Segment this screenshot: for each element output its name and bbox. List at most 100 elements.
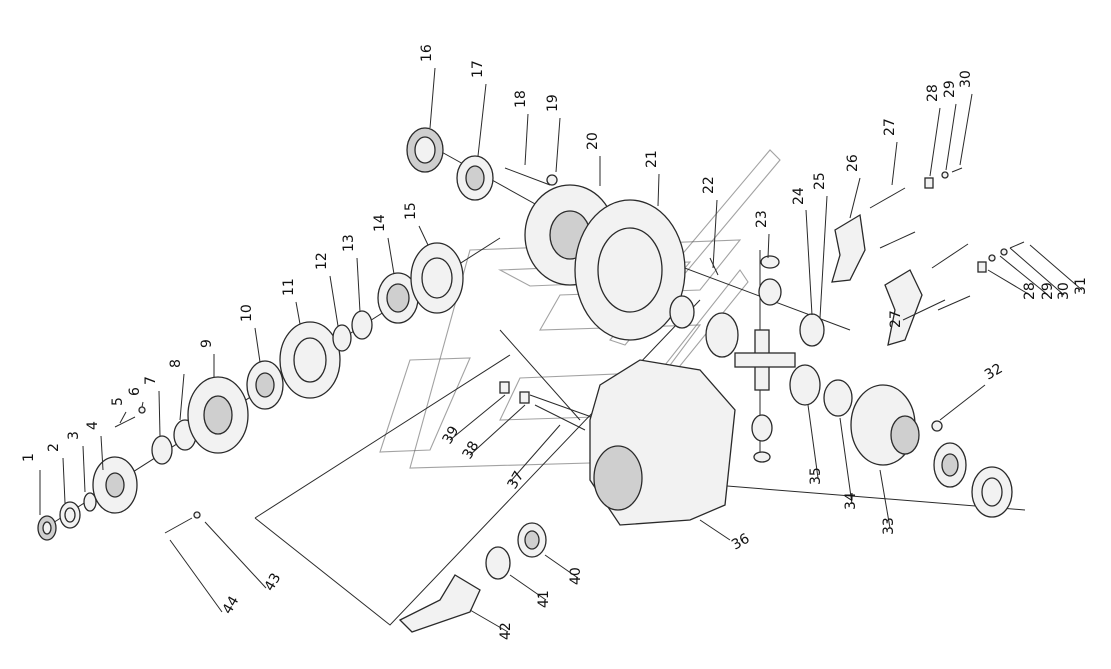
callout-38: 38: [460, 439, 483, 462]
callout-33: 33: [881, 517, 897, 535]
part-42-drive-pinion: [398, 574, 481, 633]
leader-line-41: [509, 574, 547, 601]
callout-27: 27: [882, 118, 898, 136]
callout-37: 37: [505, 469, 528, 492]
leader-line-18: [524, 113, 529, 166]
callout-35: 35: [808, 467, 824, 485]
leader-line-44: [169, 539, 223, 613]
callout-34: 34: [843, 492, 859, 510]
part-23-gear: [758, 278, 782, 306]
callout-39: 39: [440, 424, 463, 447]
callout-41: 41: [536, 590, 552, 608]
part-16-seal-top: [406, 127, 444, 173]
leader-line-2: [62, 457, 66, 504]
part-side-gear-left: [705, 312, 739, 358]
callout-14: 14: [372, 214, 388, 232]
part-28-lock-plate: [924, 177, 934, 189]
leader-line-24: [805, 209, 813, 316]
leader-line-28: [987, 269, 1031, 296]
callout-26: 26: [845, 154, 861, 172]
part-13-ring: [351, 310, 373, 340]
part-28-lock-plate-lower: [977, 261, 987, 273]
leader-line-27: [902, 299, 946, 321]
part-22-bolt: [709, 257, 719, 276]
callout-19: 19: [545, 94, 561, 112]
part-9-bearing-cage: [187, 376, 249, 454]
part-44-bolt: [164, 517, 193, 534]
leader-line-19: [555, 117, 561, 173]
part-26-bearing-cap-lower: [884, 269, 923, 346]
callout-24: 24: [791, 187, 807, 205]
leader-line-5: [119, 411, 127, 424]
part-26-bearing-cap: [831, 213, 866, 283]
callout-5: 5: [110, 397, 126, 406]
callout-29: 29: [1040, 282, 1056, 300]
leader-line-15: [418, 225, 429, 246]
callout-28: 28: [925, 84, 941, 102]
part-27-bolt: [869, 187, 916, 249]
part-15-shim-plate: [410, 242, 464, 314]
part-2-washer: [59, 501, 81, 529]
leader-line-12: [329, 275, 339, 327]
part-6-washer: [138, 406, 146, 414]
leader-line-3: [82, 445, 86, 493]
leader-line-7: [158, 390, 161, 437]
callout-23: 23: [754, 210, 770, 228]
callout-8: 8: [168, 359, 184, 368]
leader-line-37: [509, 424, 561, 483]
leader-line-30: [959, 93, 973, 166]
leader-line-13: [356, 257, 361, 313]
part-17-bearing-top: [456, 155, 494, 201]
callout-7: 7: [143, 376, 159, 385]
part-1-nut: [37, 515, 57, 541]
part-34-washer: [823, 379, 853, 417]
leader-line-14: [387, 237, 395, 275]
leader-line-29: [945, 103, 957, 171]
callout-28: 28: [1022, 282, 1038, 300]
part-32-plug: [931, 420, 943, 432]
leader-line-25: [819, 195, 828, 319]
leader-line-43: [204, 521, 267, 589]
leader-line-31: [1029, 244, 1083, 291]
leader-line-23: [767, 233, 770, 259]
part-38-part: [519, 391, 530, 404]
part-7-ring: [151, 435, 173, 465]
callout-29: 29: [942, 80, 958, 98]
callout-2: 2: [46, 443, 62, 452]
leader-line-36: [699, 519, 731, 541]
leader-line-34: [839, 417, 853, 505]
part-11-shim-plate: [279, 321, 341, 399]
callout-22: 22: [701, 176, 717, 194]
leader-line-4: [100, 435, 104, 471]
part-4-flange: [92, 456, 138, 514]
part-17-bearing-lower: [933, 442, 967, 488]
callout-3: 3: [66, 431, 82, 440]
leader-line-38: [469, 404, 526, 456]
part-30-bolt: [951, 167, 963, 173]
part-21-ring-gear: [574, 199, 686, 341]
callout-13: 13: [341, 234, 357, 252]
callout-6: 6: [127, 387, 143, 396]
callout-1: 1: [21, 453, 37, 462]
leader-line-8: [179, 373, 185, 421]
part-37-shaft: [534, 404, 586, 431]
callout-32: 32: [982, 361, 1005, 384]
callout-16: 16: [419, 44, 435, 62]
leader-line-21: [657, 173, 660, 207]
callout-20: 20: [585, 132, 601, 150]
leader-line-27: [891, 141, 898, 186]
callout-9: 9: [199, 339, 215, 348]
part-24-spider-cross: [734, 329, 796, 391]
part-23-washer: [760, 255, 780, 269]
callout-11: 11: [281, 278, 297, 296]
part-19-nut: [546, 174, 558, 186]
leader-line-22: [712, 199, 718, 269]
part-29-washer: [941, 171, 949, 179]
callout-42: 42: [498, 622, 514, 640]
leader-line-16: [429, 67, 436, 129]
leader-line-30: [1009, 247, 1065, 296]
part-41-ring: [485, 546, 511, 580]
